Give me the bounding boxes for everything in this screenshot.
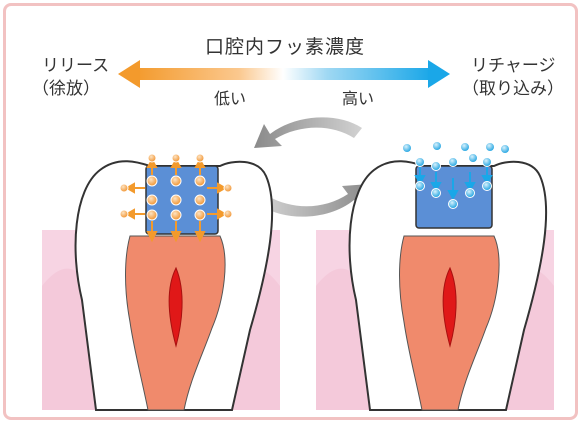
- release-sub-label: （徐放）: [32, 81, 100, 98]
- low-concentration-label: 低い: [214, 91, 246, 107]
- cycle-arrow-top: [254, 117, 362, 148]
- concentration-gradient-arrow: [118, 60, 450, 88]
- diagram-title: 口腔内フッ素濃度: [205, 38, 365, 57]
- tooth-release: [42, 154, 280, 410]
- recharge-label: リチャージ: [471, 58, 556, 75]
- high-concentration-label: 高い: [342, 91, 374, 107]
- recharge-sub-label: （取り込み）: [462, 81, 564, 98]
- release-label: リリース: [42, 58, 109, 75]
